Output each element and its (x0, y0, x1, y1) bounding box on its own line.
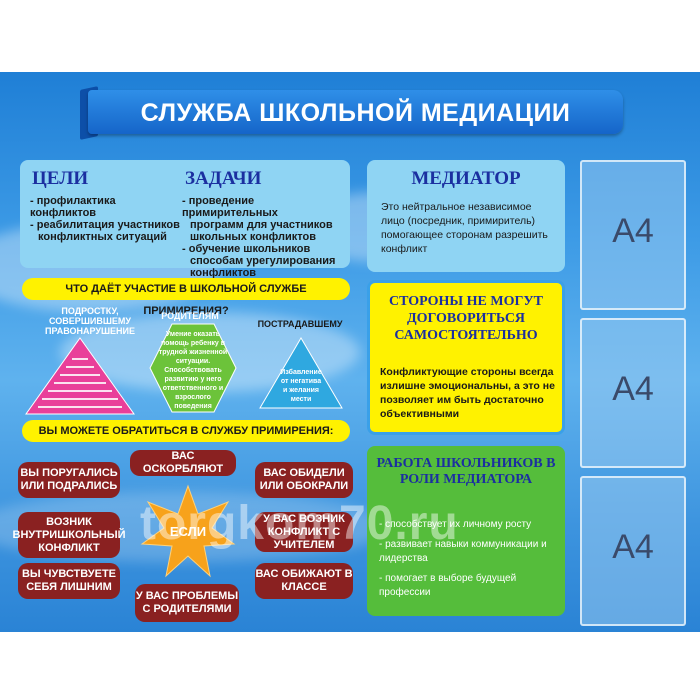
mediator-panel: МЕДИАТОР Это нейтральное независимое лиц… (367, 160, 565, 272)
work-item: - способствует их личному росту (379, 519, 532, 530)
victim-text: Избавление от негатива и желания мести (280, 369, 322, 403)
goal-item: конфликтных ситуаций (38, 231, 167, 243)
sides-text: Конфликтующие стороны всегда излишне эмо… (380, 366, 555, 420)
reason-pill: ВАС ОБИДЕЛИ ИЛИ ОБОКРАЛИ (255, 462, 353, 498)
tasks-heading: ЗАДАЧИ (185, 168, 262, 189)
a4-pocket[interactable]: А4 (580, 160, 686, 310)
task-item: школьных конфликтов (190, 231, 316, 243)
reason-pill: У ВАС ПРОБЛЕМЫ С РОДИТЕЛЯМИ (135, 584, 239, 622)
a4-label: А4 (612, 370, 654, 408)
reason-pill: У ВАС ВОЗНИК КОНФЛИКТ С УЧИТЕЛЕМ (255, 512, 353, 552)
offender-triangle (25, 337, 135, 415)
mediator-text: Это нейтральное независимое лицо (посред… (381, 201, 548, 255)
victim-label: ПОСТРАДАВШЕМУ (257, 319, 343, 329)
reason-pill: ВАС ОБИЖАЮТ В КЛАССЕ (255, 563, 353, 599)
reason-pill: ВЫ ПОРУГАЛИСЬ ИЛИ ПОДРАЛИСЬ (18, 462, 120, 498)
if-star-icon (140, 484, 236, 578)
contact-heading: ВЫ МОЖЕТЕ ОБРАТИТЬСЯ В СЛУЖБУ ПРИМИРЕНИЯ… (22, 420, 350, 442)
reason-pill: ВОЗНИК ВНУТРИШКОЛЬНЫЙ КОНФЛИКТ (13, 512, 126, 558)
victim-triangle (259, 337, 343, 409)
title-banner: СЛУЖБА ШКОЛЬНОЙ МЕДИАЦИИ (88, 90, 623, 134)
work-item: - развивает навыки коммуникации и лидерс… (379, 539, 547, 564)
if-label: ЕСЛИ (169, 524, 207, 539)
reason-pill: ВАС ОСКОРБЛЯЮТ (130, 450, 236, 476)
parents-hexagon (149, 323, 237, 413)
task-item: - обучение школьников (182, 243, 311, 255)
a4-label: А4 (612, 212, 654, 250)
task-item: конфликтов (190, 267, 257, 279)
goals-heading: ЦЕЛИ (32, 168, 89, 189)
goal-item: - реабилитация участников (30, 219, 180, 231)
a4-pocket[interactable]: А4 (580, 476, 686, 626)
parents-text: Умение оказать помощь ребенку в трудной … (158, 331, 228, 410)
watermark: torgkom70.ru (140, 497, 459, 550)
sides-panel: СТОРОНЫ НЕ МОГУТ ДОГОВОРИТЬСЯ САМОСТОЯТЕ… (367, 280, 565, 435)
reason-pill: ВЫ ЧУВСТВУЕТЕ СЕБЯ ЛИШНИМ (18, 563, 120, 599)
offender-label: ПОДРОСТКУ, СОВЕРШИВШЕМУ ПРАВОНАРУШЕНИЕ (45, 306, 135, 336)
work-heading: РАБОТА ШКОЛЬНИКОВ В РОЛИ МЕДИАТОРА (376, 456, 556, 487)
task-item: способам урегулирования (190, 255, 336, 267)
mediator-work-panel: РАБОТА ШКОЛЬНИКОВ В РОЛИ МЕДИАТОРА - спо… (367, 446, 565, 616)
goal-item: - профилактика конфликтов (30, 195, 116, 219)
a4-pocket[interactable]: А4 (580, 318, 686, 468)
goals-tasks-panel: ЦЕЛИ - профилактика конфликтов - реабили… (20, 160, 350, 279)
participation-heading: ЧТО ДАЁТ УЧАСТИЕ В ШКОЛЬНОЙ СЛУЖБЕ ПРИМИ… (22, 278, 350, 317)
mediator-heading: МЕДИАТОР (411, 168, 521, 189)
sides-heading: СТОРОНЫ НЕ МОГУТ ДОГОВОРИТЬСЯ САМОСТОЯТЕ… (389, 294, 543, 343)
page-title: СЛУЖБА ШКОЛЬНОЙ МЕДИАЦИИ (140, 99, 571, 127)
parents-label: РОДИТЕЛЯМ (161, 311, 219, 321)
task-item: программ для участников (190, 219, 333, 231)
work-item: - помогает в выборе будущей профессии (379, 573, 517, 598)
a4-label: А4 (612, 528, 654, 566)
task-item: - проведение примирительных (182, 195, 278, 219)
